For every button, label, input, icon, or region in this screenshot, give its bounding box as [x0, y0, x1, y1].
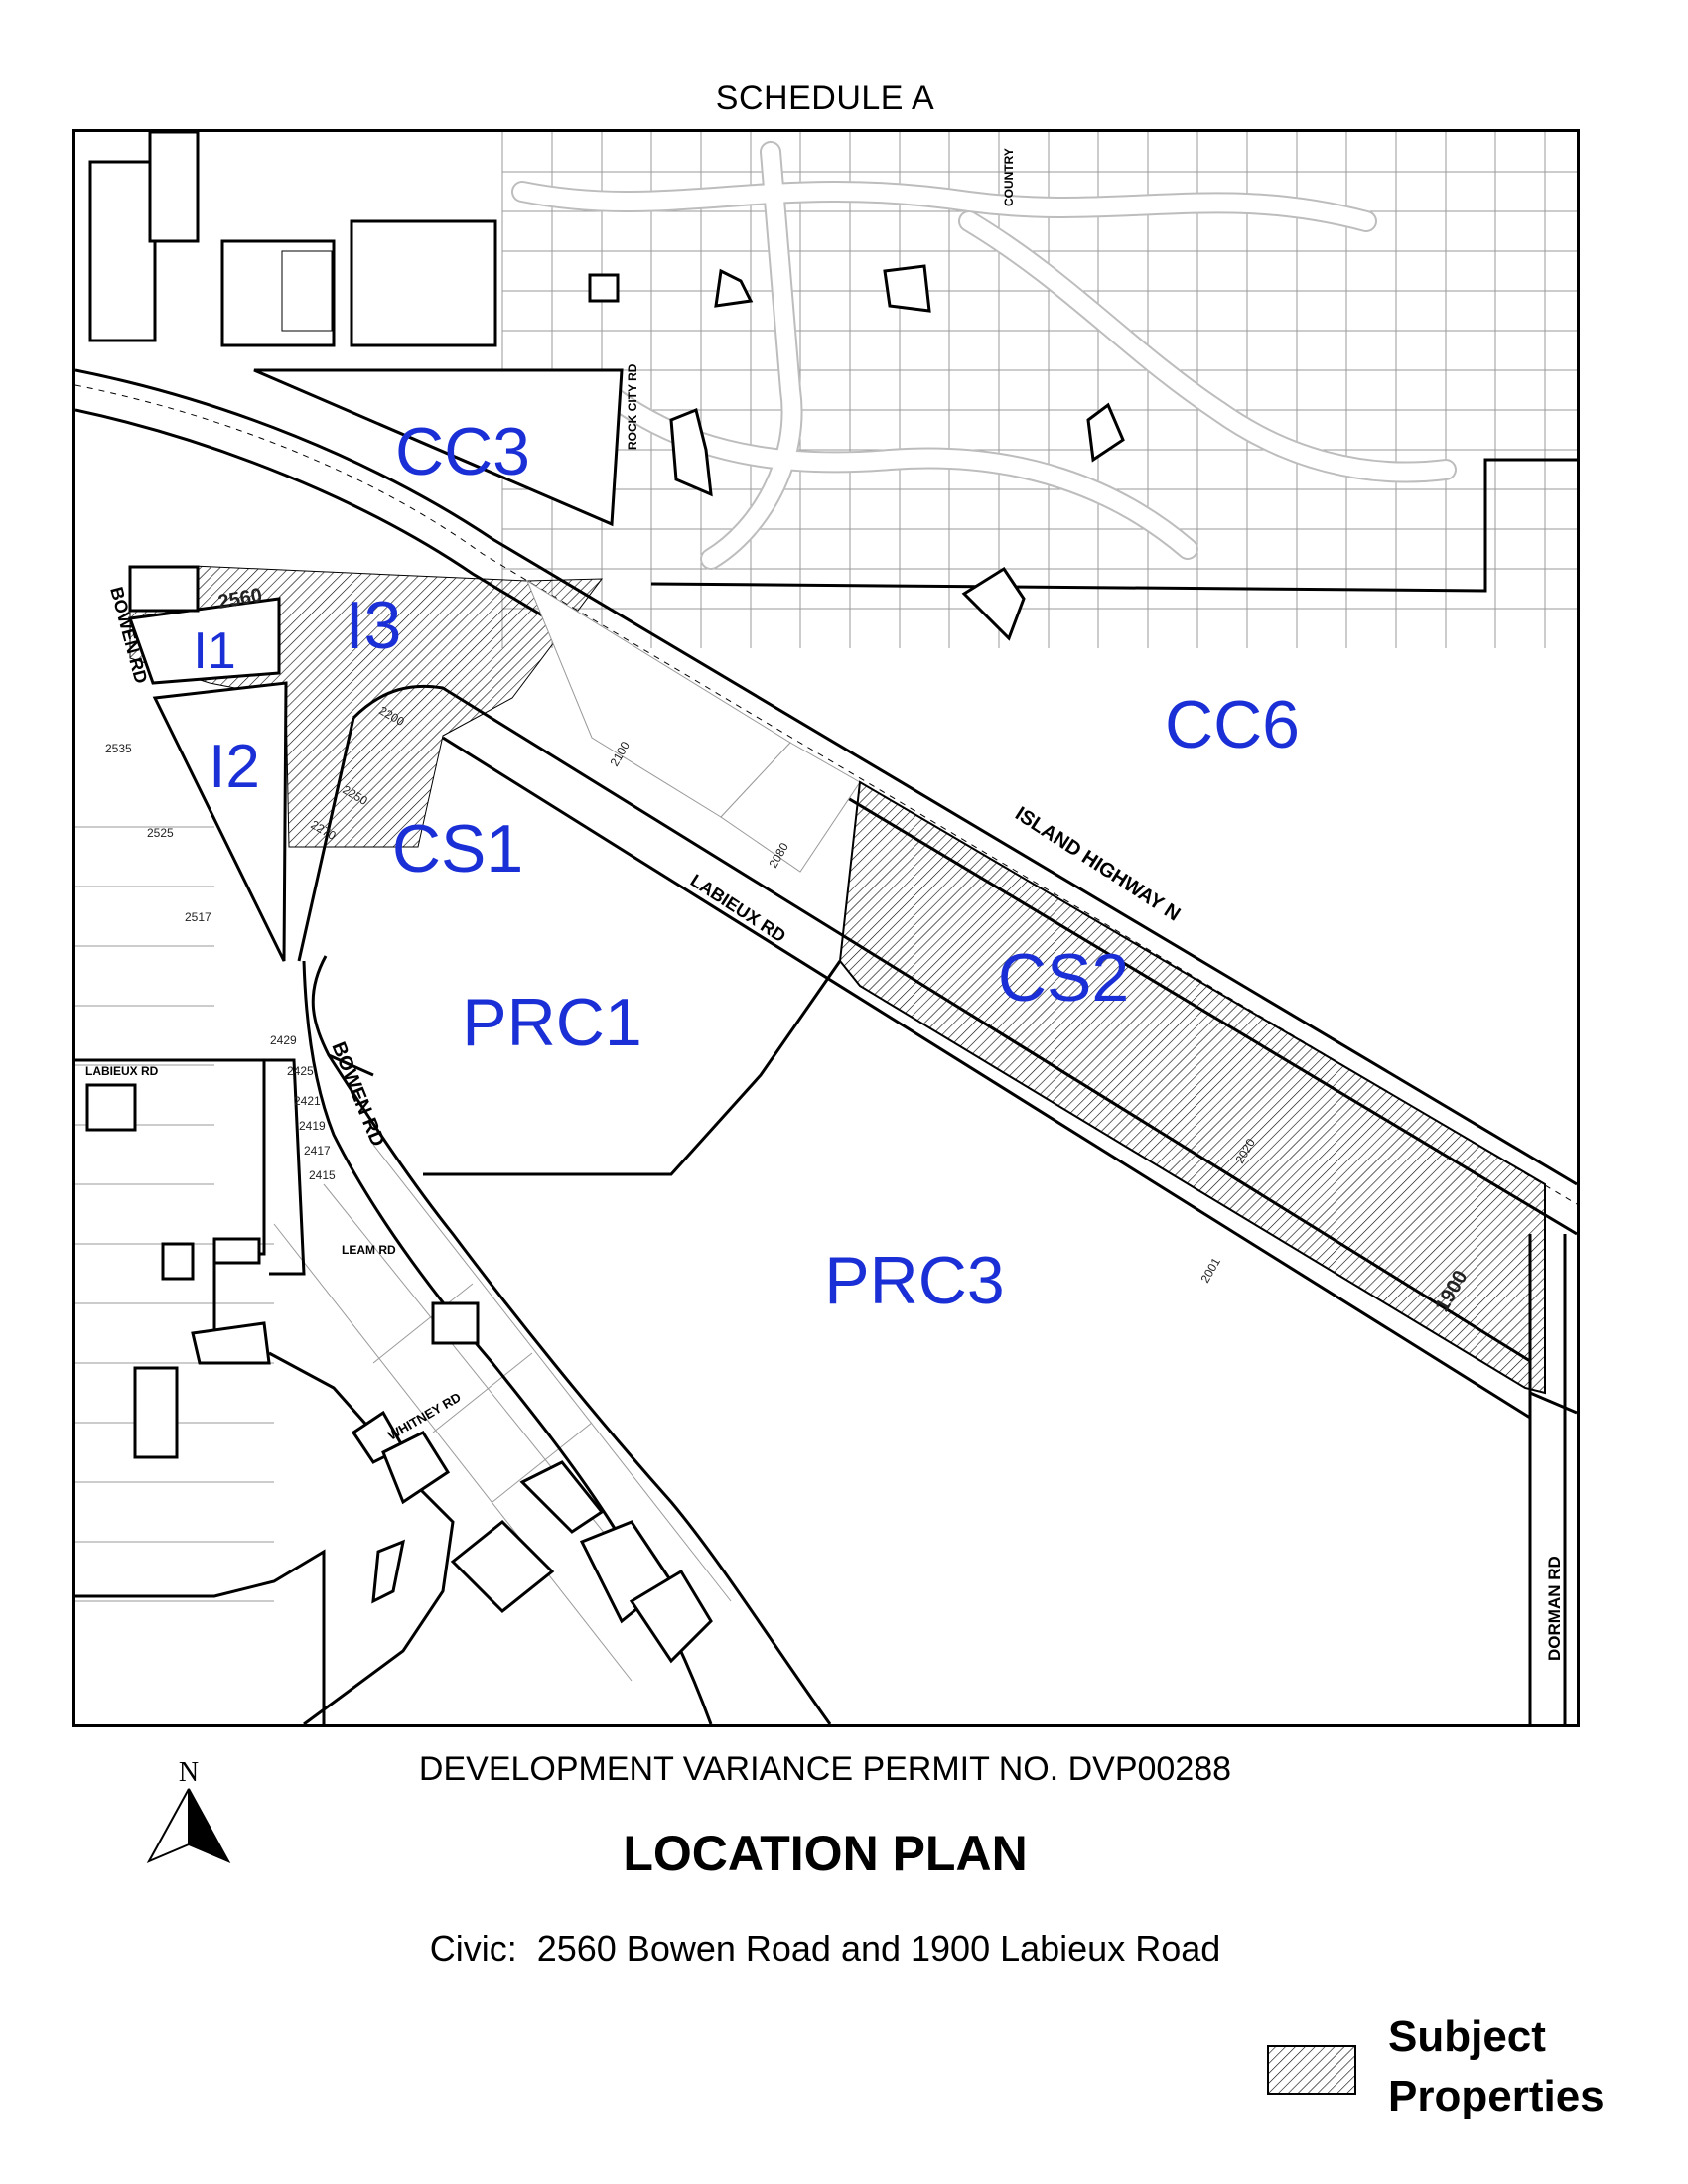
civic-number-2535: 2535	[105, 742, 132, 755]
zone-label-i2: I2	[209, 733, 260, 801]
schedule-title: SCHEDULE A	[715, 79, 935, 117]
residential-special-lots	[588, 264, 1125, 641]
plan-title: LOCATION PLAN	[623, 1826, 1028, 1881]
subject-property-1900	[838, 780, 1546, 1395]
zone-label-cs1: CS1	[392, 811, 523, 887]
civic-number-2425: 2425	[287, 1064, 314, 1078]
road-label-labieux-west: LABIEUX RD	[85, 1064, 159, 1078]
road-label-leam: LEAM RD	[342, 1243, 396, 1257]
island-highway	[75, 368, 1577, 1236]
road-label-rock-city: ROCK CITY RD	[626, 363, 639, 450]
road-label-bowen-south: BOWEN RD	[327, 1039, 388, 1150]
bowen-road-south	[302, 960, 832, 1724]
civic-number-2421: 2421	[294, 1094, 321, 1108]
north-arrow-icon: N	[146, 1757, 231, 1864]
civic-number-2517: 2517	[185, 910, 211, 924]
civic-number-2429: 2429	[270, 1033, 297, 1047]
legend-line-1: Subject	[1388, 2012, 1546, 2061]
location-map: CC3 CC6 I1 I3 I2 CS1 CS2 PRC1 PRC3 COUNT…	[72, 129, 1580, 1727]
road-label-labieux: LABIEUX RD	[687, 871, 789, 947]
residential-boundary	[650, 458, 1577, 593]
parcel-cc3	[253, 368, 624, 527]
dorman-road	[1528, 1234, 1577, 1724]
legend-label: Subject Properties	[1388, 2007, 1605, 2126]
zone-label-prc3: PRC3	[824, 1243, 1004, 1318]
north-label: N	[179, 1757, 199, 1788]
prc-boundary	[423, 960, 842, 1176]
legend-hatch-swatch	[1267, 2045, 1356, 2095]
civic-number-2417: 2417	[304, 1144, 331, 1158]
zone-label-cc3: CC3	[395, 414, 530, 489]
labieux-road	[297, 684, 1531, 1420]
labieux-frontage-lots	[525, 579, 861, 873]
commercial-buildings	[88, 132, 497, 347]
permit-number: DEVELOPMENT VARIANCE PERMIT NO. DVP00288	[418, 1750, 1232, 1788]
zone-label-cs2: CS2	[998, 940, 1129, 1016]
civic-number-2415: 2415	[309, 1168, 336, 1182]
southwest-blocks	[75, 1058, 713, 1724]
parcel-i2	[152, 681, 288, 962]
parcel-2560-building	[128, 565, 200, 613]
zone-label-cc6: CC6	[1165, 687, 1300, 762]
parcel-i1	[127, 597, 281, 685]
map-canvas: CC3 CC6 I1 I3 I2 CS1 CS2 PRC1 PRC3 COUNT…	[75, 132, 1577, 1724]
civic-number-2525: 2525	[147, 826, 174, 840]
civic-address: Civic: 2560 Bowen Road and 1900 Labieux …	[429, 1928, 1221, 1969]
road-label-country: COUNTRY	[1002, 148, 1016, 206]
legend-line-2: Properties	[1388, 2072, 1605, 2120]
civic-number-2001: 2001	[1197, 1255, 1223, 1285]
road-label-dorman: DORMAN RD	[1545, 1556, 1564, 1661]
zone-label-prc1: PRC1	[462, 985, 641, 1060]
zone-label-i3: I3	[346, 588, 402, 663]
civic-number-2419: 2419	[299, 1119, 326, 1133]
zone-label-i1: I1	[193, 622, 235, 680]
